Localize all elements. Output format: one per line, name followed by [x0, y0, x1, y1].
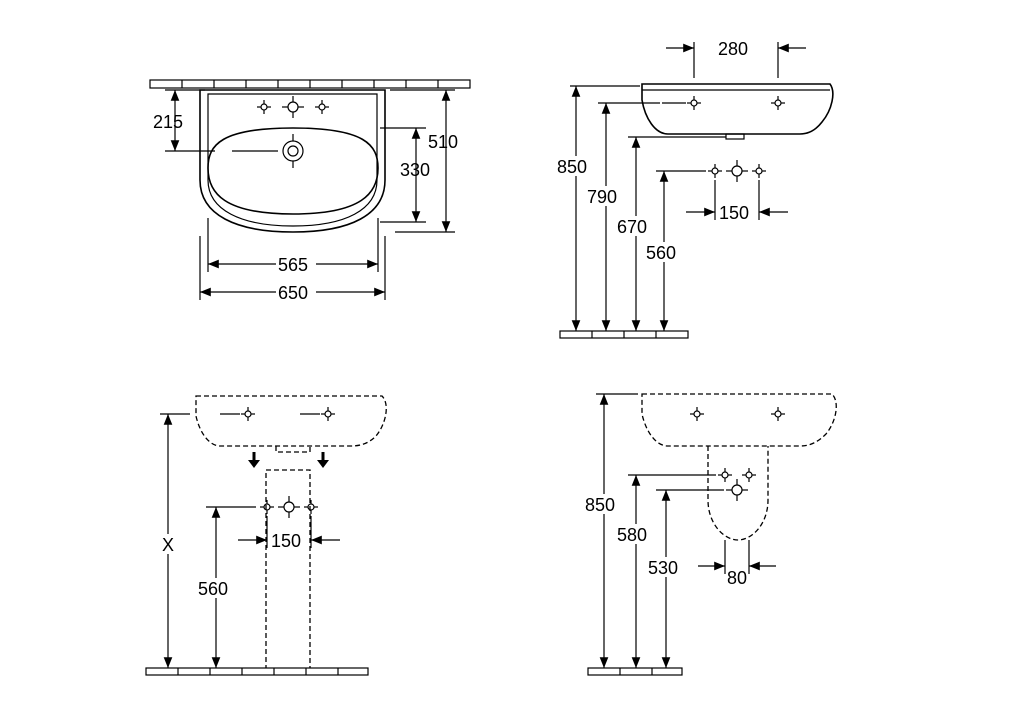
- dim-tap-spacing: 150: [719, 203, 749, 223]
- floor-strip: [587, 667, 683, 676]
- tap-hole-icon: [725, 478, 749, 502]
- dim-height-580: 580: [617, 525, 647, 545]
- tap-hole-icon: [240, 406, 256, 422]
- basin-dashed-outline: [195, 395, 387, 447]
- floor-strip: [145, 667, 369, 676]
- side-view: 280 850 790 670 5: [556, 39, 834, 339]
- dim-x-height: X: [162, 535, 174, 555]
- drain-icon: [282, 140, 304, 162]
- tap-hole-icon: [259, 499, 275, 515]
- dim-total-width: 650: [278, 283, 308, 303]
- tap-hole-icon: [689, 406, 705, 422]
- dim-top-width: 280: [718, 39, 748, 59]
- basin-side-outline: [641, 83, 834, 135]
- tap-hole-icon: [281, 95, 305, 119]
- tap-hole-icon: [686, 95, 702, 111]
- tap-hole-icon: [320, 406, 336, 422]
- semi-pedestal-view: 850 580 530 80: [584, 393, 837, 676]
- dim-height-790: 790: [587, 187, 617, 207]
- tap-hole-icon: [314, 99, 330, 115]
- dim-height-560: 560: [646, 243, 676, 263]
- dim-height: 510: [428, 132, 458, 152]
- tap-hole-icon: [256, 99, 272, 115]
- pedestal-dashed: [265, 469, 311, 671]
- dim-height-670: 670: [617, 217, 647, 237]
- front-view: 215 510 330 565 650: [149, 79, 471, 303]
- tap-hole-icon: [741, 467, 757, 483]
- dim-height-850: 850: [585, 495, 615, 515]
- dim-bowl-depth: 330: [400, 160, 430, 180]
- semi-pedestal-dashed: [707, 446, 769, 541]
- tap-hole-icon: [717, 467, 733, 483]
- bowl-outline: [207, 127, 379, 215]
- tap-hole-icon: [770, 406, 786, 422]
- tap-hole-icon: [303, 499, 319, 515]
- arrow-down-icon: [248, 452, 260, 468]
- basin-dashed-outline: [641, 393, 837, 447]
- dim-rim-depth: 215: [153, 112, 183, 132]
- tap-hole-icon: [277, 495, 301, 519]
- dim-spacing: 80: [727, 568, 747, 588]
- dim-tap-spacing: 150: [271, 531, 301, 551]
- dim-bowl-width: 565: [278, 255, 308, 275]
- pedestal-view: X 560 150: [145, 395, 387, 676]
- dim-height-850: 850: [557, 157, 587, 177]
- tap-hole-icon: [707, 163, 723, 179]
- tap-hole-icon: [751, 163, 767, 179]
- tap-hole-icon: [725, 159, 749, 183]
- tap-hole-icon: [770, 95, 786, 111]
- basin-outline: [199, 89, 386, 233]
- dim-height-530: 530: [648, 558, 678, 578]
- arrow-down-icon: [317, 452, 329, 468]
- dim-outlet-height: 560: [198, 579, 228, 599]
